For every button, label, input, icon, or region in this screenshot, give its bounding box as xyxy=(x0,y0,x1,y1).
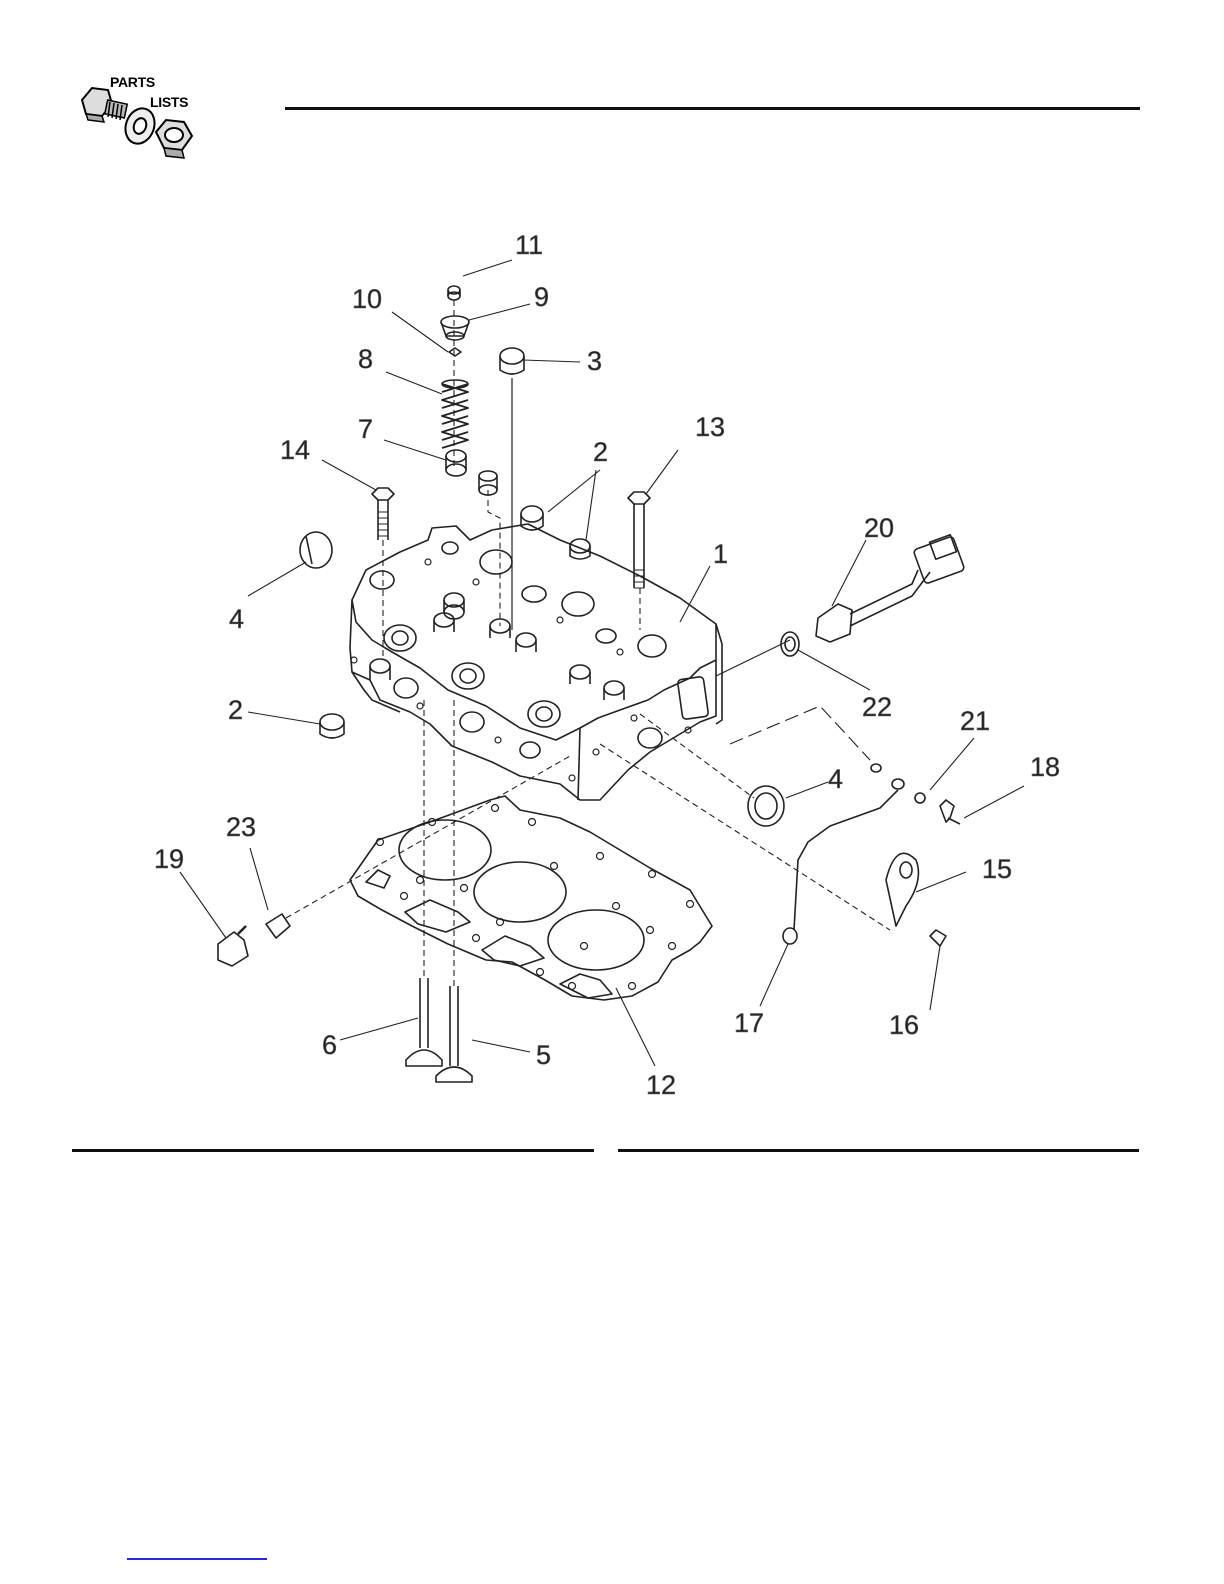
callout-8: 8 xyxy=(358,344,373,374)
leader-lines xyxy=(180,260,1024,1066)
callout-23: 23 xyxy=(226,812,256,842)
bolt-parts xyxy=(372,488,650,588)
callout-16: 16 xyxy=(889,1010,919,1040)
cap-2-parts xyxy=(320,506,590,738)
callout-2-top: 2 xyxy=(593,437,608,467)
callout-22: 22 xyxy=(862,692,892,722)
callout-19: 19 xyxy=(154,844,184,874)
expansion-plug-parts xyxy=(300,532,784,826)
callout-6: 6 xyxy=(322,1030,337,1060)
callout-15: 15 xyxy=(982,854,1012,884)
callout-3: 3 xyxy=(587,346,602,376)
callout-9: 9 xyxy=(534,282,549,312)
valve-cap-part xyxy=(500,348,524,630)
callout-1: 1 xyxy=(713,539,728,569)
callout-7: 7 xyxy=(358,414,373,444)
head-gasket-part xyxy=(350,796,712,1000)
footer-link-underline[interactable] xyxy=(127,1558,267,1560)
left-column-rule xyxy=(72,1149,594,1152)
callout-5: 5 xyxy=(536,1040,551,1070)
right-column-rule xyxy=(618,1149,1139,1152)
valve-spring-stack xyxy=(441,286,497,495)
callout-12: 12 xyxy=(646,1070,676,1100)
sensor-bracket-hardware xyxy=(218,764,960,966)
callout-4-right: 4 xyxy=(828,764,843,794)
temperature-sensor-part xyxy=(781,535,965,656)
cylinder-head-part xyxy=(350,524,722,800)
callout-20: 20 xyxy=(864,513,894,543)
callout-17: 17 xyxy=(734,1008,764,1038)
callout-21: 21 xyxy=(960,706,990,736)
callout-10: 10 xyxy=(352,284,382,314)
callout-11: 11 xyxy=(515,230,543,260)
valve-parts xyxy=(406,978,472,1082)
callout-4-left: 4 xyxy=(229,604,244,634)
callout-14: 14 xyxy=(280,435,310,465)
callout-13: 13 xyxy=(695,412,725,442)
callout-18: 18 xyxy=(1030,752,1060,782)
callout-2-left: 2 xyxy=(228,695,243,725)
